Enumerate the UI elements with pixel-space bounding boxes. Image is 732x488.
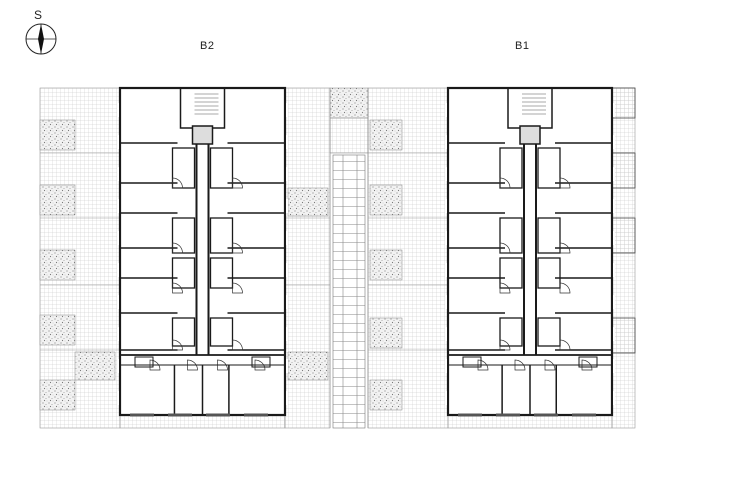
compass-south-label: S (34, 8, 43, 22)
building-b2-plan (117, 86, 288, 417)
building-b1-plan (445, 86, 615, 417)
building-b1-label: B1 (515, 40, 530, 52)
compass-icon (25, 23, 57, 55)
building-b2-label: B2 (200, 40, 215, 52)
